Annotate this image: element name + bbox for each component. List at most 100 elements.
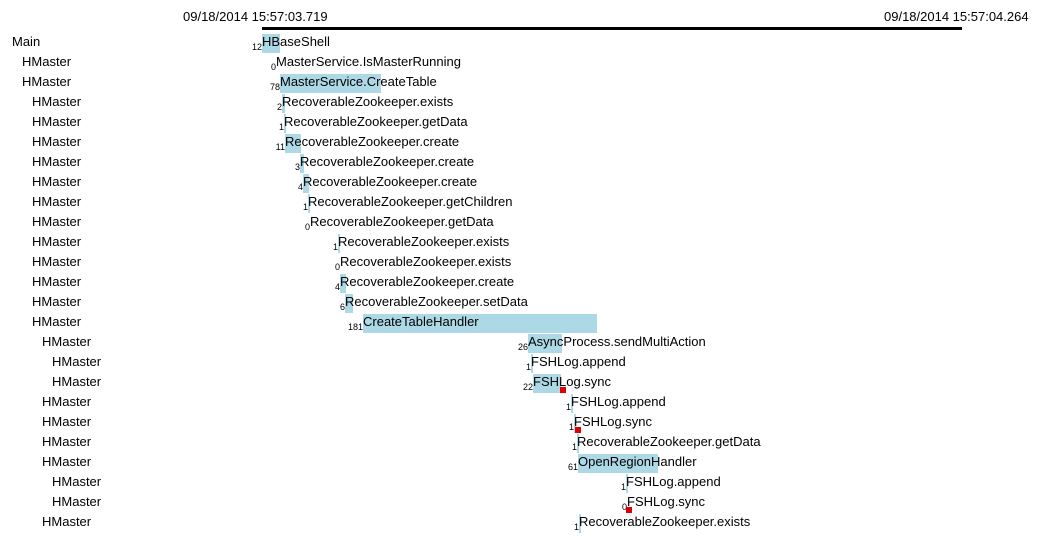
span-description[interactable]: RecoverableZookeeper.getChildren xyxy=(308,194,513,209)
thread-name: HMaster xyxy=(42,454,92,469)
span-duration: 1 xyxy=(278,122,284,132)
span-bar[interactable] xyxy=(578,454,658,473)
span-duration: 11 xyxy=(275,142,285,152)
span-description[interactable]: MasterService.CreateTable xyxy=(280,74,437,89)
span-bar[interactable] xyxy=(528,334,562,353)
span-description[interactable]: FSHLog.append xyxy=(626,474,721,489)
span-description[interactable]: RecoverableZookeeper.create xyxy=(285,134,460,149)
span-description[interactable]: RecoverableZookeeper.exists xyxy=(340,254,512,269)
span-duration: 6 xyxy=(339,302,345,312)
span-bar[interactable] xyxy=(285,134,301,153)
timeline-annotation-marker[interactable] xyxy=(560,387,566,393)
span-description[interactable]: RecoverableZookeeper.getData xyxy=(577,434,761,449)
span-bar[interactable] xyxy=(531,354,533,373)
span-duration: 0 xyxy=(621,502,627,512)
span-description[interactable]: RecoverableZookeeper.setData xyxy=(345,294,528,309)
start-timestamp: 09/18/2014 15:57:03.719 xyxy=(183,9,328,24)
timeline-header: 09/18/2014 15:57:03.719 09/18/2014 15:57… xyxy=(0,0,1053,30)
span-duration: 0 xyxy=(334,262,340,272)
span-duration: 3 xyxy=(294,162,300,172)
thread-name: HMaster xyxy=(42,394,92,409)
span-bar[interactable] xyxy=(571,394,573,413)
span-description[interactable]: RecoverableZookeeper.getData xyxy=(310,214,494,229)
span-bar[interactable] xyxy=(308,194,310,213)
span-bar[interactable] xyxy=(280,74,381,93)
span-duration: 1 xyxy=(573,522,579,532)
thread-name: HMaster xyxy=(32,154,82,169)
span-bar[interactable] xyxy=(284,114,286,133)
span-duration: 1 xyxy=(620,482,626,492)
thread-name: HMaster xyxy=(32,254,82,269)
span-description[interactable]: RecoverableZookeeper.create xyxy=(303,174,478,189)
span-bar[interactable] xyxy=(262,34,280,53)
span-bar[interactable] xyxy=(303,174,309,193)
thread-name: HMaster xyxy=(32,314,82,329)
span-description[interactable]: RecoverableZookeeper.create xyxy=(340,274,515,289)
thread-name: HMaster xyxy=(32,274,82,289)
span-bar[interactable] xyxy=(340,274,346,293)
span-description[interactable]: MasterService.IsMasterRunning xyxy=(276,54,461,69)
span-bar[interactable] xyxy=(338,234,340,253)
span-description[interactable]: AsyncProcess.sendMultiAction xyxy=(528,334,706,349)
span-description[interactable]: RecoverableZookeeper.exists xyxy=(338,234,510,249)
span-description[interactable]: FSHLog.sync xyxy=(574,414,653,429)
thread-name: HMaster xyxy=(22,54,72,69)
span-description[interactable]: RecoverableZookeeper.getData xyxy=(284,114,468,129)
span-duration: 0 xyxy=(270,62,276,72)
span-description[interactable]: FSHLog.sync xyxy=(627,494,706,509)
span-description[interactable]: CreateTableHandler xyxy=(363,314,479,329)
span-bar[interactable] xyxy=(626,474,628,493)
thread-name: HMaster xyxy=(32,214,82,229)
span-duration: 1 xyxy=(571,442,577,452)
span-bar[interactable] xyxy=(300,154,304,173)
span-duration: 22 xyxy=(522,382,533,392)
timeline-annotation-marker[interactable] xyxy=(626,507,632,513)
span-bar[interactable] xyxy=(533,374,561,393)
thread-name: HMaster xyxy=(32,114,82,129)
thread-name: HMaster xyxy=(52,354,102,369)
span-bar[interactable] xyxy=(345,294,353,313)
span-duration: 4 xyxy=(334,282,340,292)
span-description[interactable]: FSHLog.sync xyxy=(533,374,612,389)
span-bar[interactable] xyxy=(574,414,576,433)
timeline-annotation-marker[interactable] xyxy=(575,427,581,433)
thread-name: HMaster xyxy=(42,414,92,429)
span-description[interactable]: FSHLog.append xyxy=(531,354,626,369)
thread-name: HMaster xyxy=(32,294,82,309)
thread-name: Main xyxy=(12,34,41,49)
span-description[interactable]: RecoverableZookeeper.exists xyxy=(579,514,751,529)
span-bar[interactable] xyxy=(282,94,285,113)
span-duration: 26 xyxy=(517,342,528,352)
span-description[interactable]: FSHLog.append xyxy=(571,394,666,409)
end-timestamp: 09/18/2014 15:57:04.264 xyxy=(884,9,1029,24)
span-bar[interactable] xyxy=(577,434,579,453)
span-description[interactable]: OpenRegionHandler xyxy=(578,454,697,469)
span-duration: 1 xyxy=(565,402,571,412)
thread-name: HMaster xyxy=(42,334,92,349)
span-duration: 61 xyxy=(567,462,578,472)
thread-name: HMaster xyxy=(52,474,102,489)
span-description[interactable]: RecoverableZookeeper.create xyxy=(300,154,475,169)
span-bar[interactable] xyxy=(579,514,581,533)
span-description[interactable]: RecoverableZookeeper.exists xyxy=(282,94,454,109)
thread-name: HMaster xyxy=(32,94,82,109)
span-bar[interactable] xyxy=(363,314,597,333)
span-description[interactable]: HBaseShell xyxy=(262,34,330,49)
